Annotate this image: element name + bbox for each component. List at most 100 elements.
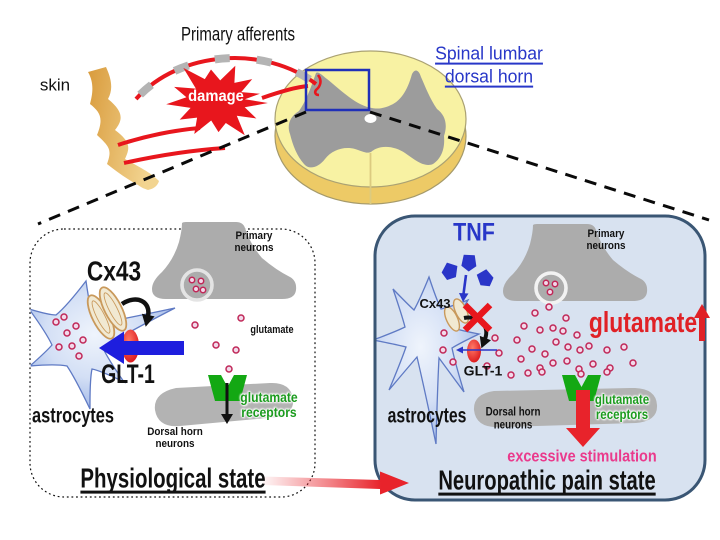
right-dorsal-horn-neuron [473, 387, 658, 428]
glutamate-dot [524, 369, 532, 377]
glutamate-dot [541, 350, 549, 358]
glutamate-dot [491, 334, 499, 342]
glutamate-dot [495, 349, 503, 357]
primary-afferents-label: Primary afferents [180, 24, 296, 46]
glutamate-dot [63, 329, 71, 337]
glutamate-dot [517, 355, 525, 363]
excessive-stimulation-label: excessive stimulation [507, 446, 657, 466]
glutamate-dot [564, 343, 572, 351]
glutamate-dot [603, 368, 611, 376]
excessive-signal-arrow [566, 390, 600, 447]
glutamate-dot [629, 359, 637, 367]
glutamate-dot [55, 343, 63, 351]
left-glt1-label: GLT-1 [101, 359, 155, 390]
left-glutamate-receptors-label: glutamate receptors [240, 390, 298, 420]
glutamate-dot [620, 343, 628, 351]
zoom-dashed-lines [37, 110, 710, 226]
glutamate-dot [546, 288, 554, 296]
blocked-x-mark [462, 302, 493, 333]
glutamate-dot [72, 322, 80, 330]
glutamate-dot [191, 321, 199, 329]
right-dorsal-horn-neurons-label: Dorsal horn neurons [485, 406, 541, 431]
glutamate-dot [551, 280, 559, 288]
left-astrocytes-label: astrocytes [32, 404, 114, 428]
glutamate-dot [603, 346, 611, 354]
zoom-rectangle [304, 68, 371, 112]
glutamate-up-arrow [694, 304, 710, 341]
glutamate-dot [536, 326, 544, 334]
right-glt1-transporter [467, 339, 481, 363]
left-connexon-channel [86, 286, 128, 340]
glutamate-dot [507, 371, 515, 379]
central-canal [364, 114, 377, 123]
glutamate-dot [576, 346, 584, 354]
right-primary-neurons-label: Primary neurons [586, 227, 626, 252]
glutamate-dot [549, 359, 557, 367]
glutamate-dot [232, 346, 240, 354]
skin-ribbon [88, 67, 159, 190]
glutamate-dot [549, 324, 557, 332]
glutamate-dot [577, 370, 585, 378]
glutamate-dot [75, 352, 83, 360]
left-curved-arrow [120, 297, 155, 327]
tnf-molecules [441, 254, 494, 287]
left-uptake-arrow [99, 331, 184, 364]
glutamate-dot [79, 336, 87, 344]
skin-label: skin [39, 75, 71, 95]
glutamate-dot [562, 314, 570, 322]
spinal-cord-disc [274, 50, 467, 205]
tnf-label: TNF [453, 218, 495, 247]
glutamate-dot [440, 329, 448, 337]
glutamate-dot [545, 303, 553, 311]
right-glutamate-receptors-label: glutamate receptors [594, 392, 650, 422]
right-glutamate-receptor [562, 375, 601, 401]
glutamate-dot [585, 342, 593, 350]
glutamate-dot [520, 322, 528, 330]
left-state-title: Physiological state [80, 462, 266, 494]
glutamate-dot [559, 327, 567, 335]
glutamate-dot [563, 357, 571, 365]
glutamate-dot [212, 341, 220, 349]
glutamate-dot [513, 336, 521, 344]
glutamate-dot [60, 313, 68, 321]
right-weak-uptake-arrow [456, 346, 497, 354]
left-glutamate-label: glutamate [250, 323, 294, 336]
state-transition-arrow [263, 471, 409, 495]
right-glt1-label: GLT-1 [463, 362, 503, 379]
glutamate-dot [52, 318, 60, 326]
right-state-title: Neuropathic pain state [438, 464, 656, 496]
left-cx43-label: Cx43 [86, 255, 142, 287]
myelin-sheath-dashes [133, 54, 319, 102]
right-cx43-label: Cx43 [419, 295, 451, 311]
glutamate-dot [225, 365, 233, 373]
damage-star [166, 65, 268, 136]
right-glutamate-increase-label: glutamate [588, 307, 698, 340]
glutamate-dot [199, 286, 207, 294]
glutamate-dot [188, 276, 196, 284]
tnf-release-arrow [459, 274, 469, 302]
spinal-lumbar-dorsal-horn-label: Spinal lumbar dorsal horn [435, 43, 543, 87]
glutamate-dot [531, 309, 539, 317]
right-astrocytes-label: astrocytes [387, 404, 467, 428]
right-primary-neuron [503, 224, 648, 305]
glutamate-dot [483, 362, 491, 370]
damage-label: damage [188, 88, 244, 106]
glutamate-dot [573, 331, 581, 339]
glutamate-dot [528, 345, 536, 353]
left-signal-arrow [221, 383, 233, 424]
glutamate-dot [552, 338, 560, 346]
glutamate-dot [192, 285, 200, 293]
glutamate-dot [538, 368, 546, 376]
glutamate-dot [237, 314, 245, 322]
left-primary-neurons-label: Primary neurons [234, 229, 274, 254]
glutamate-dot [449, 358, 457, 366]
glutamate-dot [68, 342, 76, 350]
left-primary-neuron [152, 222, 297, 302]
left-dorsal-horn-neurons-label: Dorsal horn neurons [147, 425, 203, 450]
glutamate-dot [197, 277, 205, 285]
glutamate-dot [439, 346, 447, 354]
glutamate-dot [589, 360, 597, 368]
left-astrocyte [30, 279, 176, 410]
